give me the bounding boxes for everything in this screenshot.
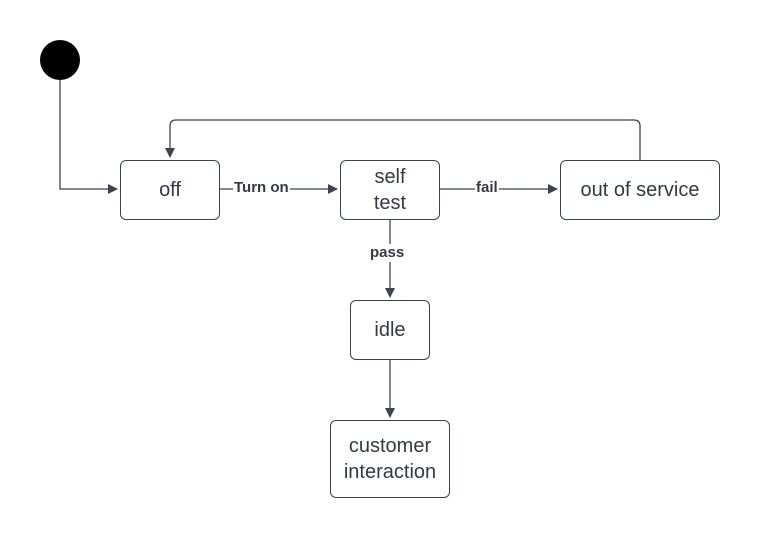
state-customer-interaction: customer interaction	[330, 420, 450, 498]
state-out-of-service: out of service	[560, 160, 720, 220]
edge-initial-to-off	[59, 80, 118, 194]
edge-out-of-service-to-off	[165, 119, 641, 160]
transition-label-fail: fail	[475, 179, 499, 197]
state-off: off	[120, 160, 220, 220]
state-self-test: self test	[340, 160, 440, 220]
initial-state-node	[40, 40, 80, 80]
state-idle: idle	[350, 300, 430, 360]
transition-label-turn-on: Turn on	[233, 179, 290, 197]
transition-label-pass: pass	[369, 244, 406, 262]
